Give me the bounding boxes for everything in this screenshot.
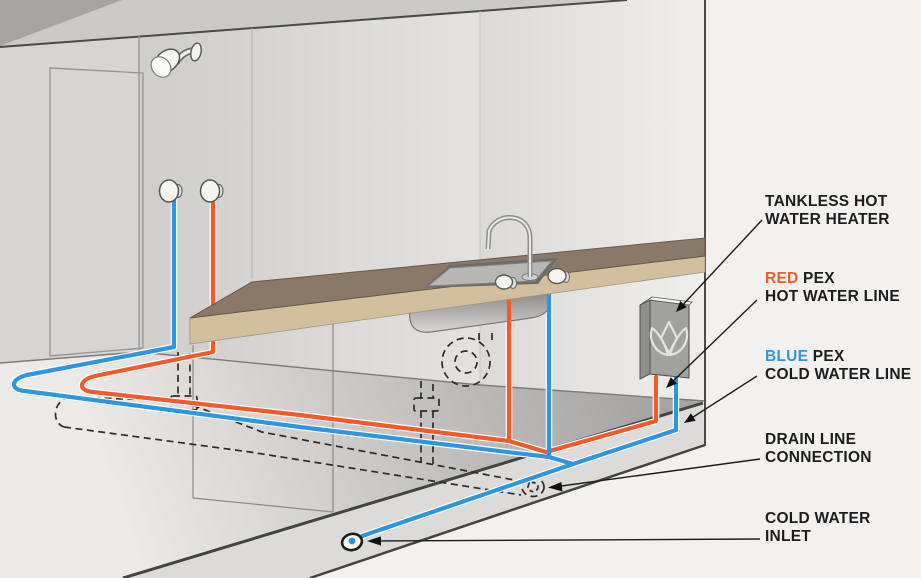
shower-head-icon (150, 42, 202, 78)
tankless-heater (639, 296, 693, 380)
sink-trap-loop-outer (441, 337, 491, 387)
label-line: COLD WATER (765, 510, 871, 527)
sink-drain-fitting (413, 397, 440, 412)
heater-side-face (639, 299, 651, 380)
label-line: COLD WATER LINE (765, 366, 912, 383)
slab-bottom-edge (309, 443, 706, 578)
floor-wall-junction (0, 351, 706, 402)
label-blue-pex: BLUE PEX COLD WATER LINE (765, 348, 921, 384)
cold-water-line (11, 194, 679, 467)
cold-handle-knob (494, 274, 514, 290)
label-line: BLUE PEX (765, 348, 921, 366)
shower-area (49, 42, 202, 357)
label-line: HOT WATER LINE (765, 288, 900, 305)
pointer-lines (367, 219, 763, 546)
drain-pointer (553, 458, 761, 488)
label-line: DRAIN LINE (765, 431, 857, 448)
pipes (10, 193, 680, 540)
hot-handle-knob (547, 267, 567, 285)
cold-water-inlet-fitting (340, 532, 364, 552)
label-line: CONNECTION (765, 449, 872, 466)
label-line: WATER HEATER (765, 211, 890, 228)
ceiling-edge (0, 0, 628, 48)
cold-valve-knob (158, 179, 180, 203)
heater-logo-icon (649, 320, 689, 357)
label-red-pex: RED PEX HOT WATER LINE (765, 270, 921, 306)
left-wall (0, 36, 139, 363)
countertop (189, 214, 706, 345)
underfloor-drain-run-top (181, 400, 531, 484)
room-shell (0, 0, 706, 578)
ceiling-corner-wedge (0, 0, 122, 46)
hot-valve-knob (199, 179, 221, 203)
inlet-pipe-end (348, 537, 356, 545)
label-line: INLET (765, 528, 812, 545)
inlet-pointer (372, 538, 761, 542)
tankless-pointer (678, 219, 763, 310)
cold-water-inlet-line (359, 461, 576, 539)
hot-water-line (79, 194, 659, 455)
label-tankless-heater: TANKLESS HOT WATER HEATER (765, 193, 921, 229)
faucet-handles (494, 267, 570, 290)
label-rest: PEX (803, 270, 835, 287)
faucet-icon (485, 214, 539, 281)
shower-glass-panel (49, 67, 144, 357)
heater-top-face (639, 296, 693, 306)
label-drain-connection: DRAIN LINE CONNECTION (765, 431, 921, 467)
label-cold-water-inlet: COLD WATER INLET (765, 510, 921, 546)
red-highlight: RED (765, 270, 799, 287)
red-pex-pointer (668, 299, 758, 386)
shower-valves (158, 179, 224, 203)
label-rest: PEX (812, 348, 845, 365)
blue-highlight: BLUE (765, 348, 809, 365)
label-line: RED PEX (765, 270, 921, 288)
blue-pex-pointer (686, 375, 758, 422)
sink-trap-loop-inner (454, 350, 478, 374)
heater-front-face (649, 299, 690, 379)
label-line: TANKLESS HOT (765, 193, 888, 210)
underfloor-drain-run-bottom (63, 426, 522, 496)
